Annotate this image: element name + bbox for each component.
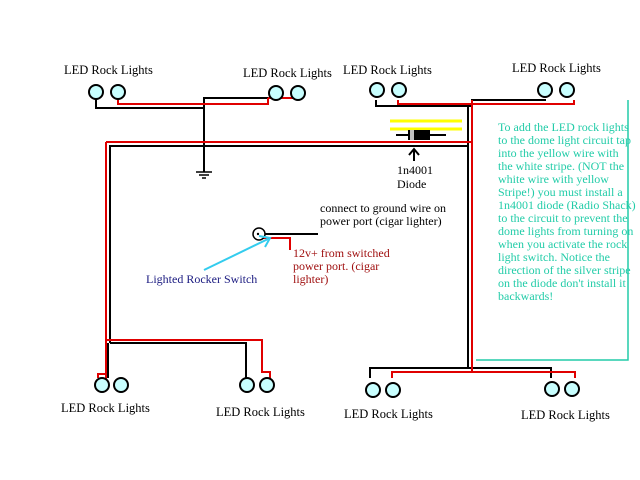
bottom-left-power-wire (97, 373, 106, 378)
bottom-left-power-bus (106, 339, 271, 378)
instruction-note: To add the LED rock lights to the dome l… (498, 120, 636, 303)
led-label-top-2: LED Rock Lights (243, 66, 332, 80)
rocker-switch-label: Lighted Rocker Switch (146, 272, 258, 286)
led-label-bottom-3: LED Rock Lights (344, 407, 433, 421)
dome-light-wire (390, 119, 462, 131)
led-light-top-far-a (537, 82, 553, 98)
switch-power-wire (262, 237, 291, 250)
switch-arrow-shaft (203, 238, 269, 271)
led-light-top-right-b (391, 82, 407, 98)
ground-wires (95, 97, 552, 378)
led-light-bottom-far-b (564, 381, 580, 397)
led-lights (88, 82, 580, 398)
switch-pointer-arrow (203, 235, 272, 271)
diode-word-label: Diode (397, 177, 427, 191)
led-light-top-right-a (369, 82, 385, 98)
led-light-bottom-mid-b (259, 377, 275, 393)
led-label-top-3: LED Rock Lights (343, 63, 432, 77)
instruction-bracket (476, 100, 629, 361)
led-label-bottom-2: LED Rock Lights (216, 405, 305, 419)
diode-band (410, 130, 414, 140)
led-light-bottom-left-b (113, 377, 129, 393)
led-label-bottom-1: LED Rock Lights (61, 401, 150, 415)
top-left-power-wire (117, 98, 269, 105)
led-light-bottom-right-b (385, 382, 401, 398)
diode-part-label: 1n4001 (397, 163, 433, 177)
led-light-bottom-right-a (365, 382, 381, 398)
led-label-bottom-4: LED Rock Lights (521, 408, 610, 422)
ground-symbol (196, 171, 212, 179)
led-light-top-mid-b (290, 85, 306, 101)
led-light-top-far-b (559, 82, 575, 98)
bottom-right-power-wire (391, 371, 576, 378)
led-light-bottom-far-a (544, 381, 560, 397)
power-connection-note: 12v+ from switched power port. (cigar li… (293, 246, 390, 286)
rocker-switch-pin (256, 232, 260, 236)
switch-arrow-head (258, 235, 272, 248)
led-light-bottom-mid-a (239, 377, 255, 393)
led-light-top-mid-a (268, 85, 284, 101)
bottom-left-ground-wire (110, 342, 247, 378)
led-label-top-4: LED Rock Lights (512, 61, 601, 75)
top-right-power-wire (397, 100, 575, 105)
led-light-bottom-left-a (94, 377, 110, 393)
led-label-top-1: LED Rock Lights (64, 63, 153, 77)
led-light-top-left-a (88, 84, 104, 100)
diode-arrow-head (408, 147, 420, 156)
ground-connection-note: connect to ground wire on power port (ci… (320, 201, 446, 228)
power-wires (97, 97, 576, 380)
diode-symbol (396, 130, 446, 161)
led-light-top-left-b (110, 84, 126, 100)
diode-body (408, 130, 430, 140)
